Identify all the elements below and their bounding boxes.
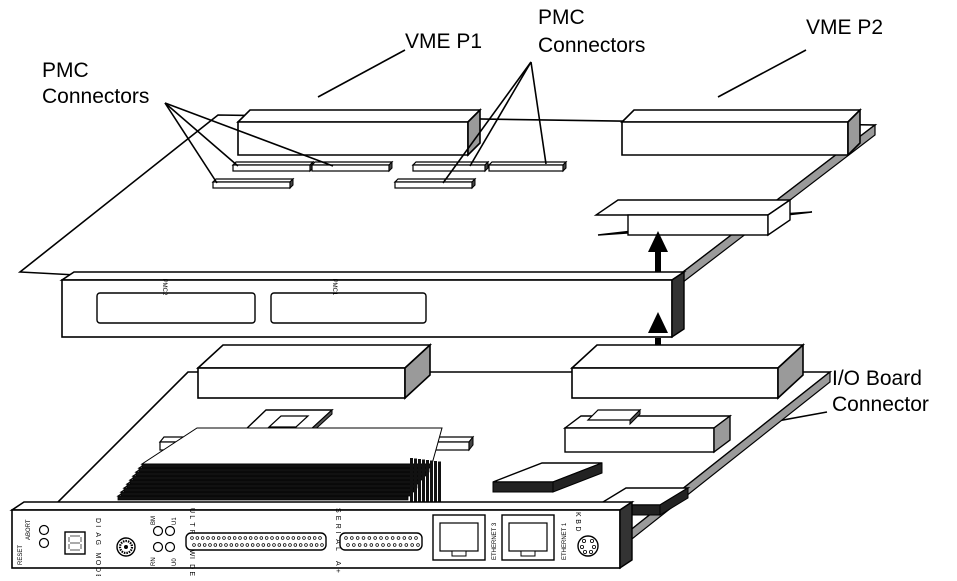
pmc-connectors-left-line1: PMC: [42, 59, 89, 82]
reset-button[interactable]: [38, 537, 50, 549]
diag-mode-letter: A: [94, 532, 101, 537]
pmc2-slot: [96, 292, 256, 324]
kbd-letter: K: [574, 512, 581, 517]
diag-mode-letter: D: [94, 518, 101, 523]
io-board-connector-label-line1: I/O Board: [832, 367, 922, 390]
pmc1-slot-label: PMC1: [331, 279, 337, 296]
reset-abort-group: RESET ABORT: [18, 519, 50, 565]
ethernet3-port[interactable]: [432, 514, 486, 561]
diag-mode-letter: I: [94, 525, 101, 527]
scsi-letter: W: [188, 550, 195, 557]
pmc1-slot: [270, 292, 427, 324]
memory-modules: [116, 427, 443, 508]
ethernet1-label: ETHERNET 1: [562, 522, 568, 560]
serial-connector[interactable]: [339, 532, 423, 551]
led-u0: [164, 541, 176, 553]
rotary-switch[interactable]: [116, 537, 136, 557]
scsi-letter: U: [188, 508, 195, 513]
pmc-faceplate: PMC2 PMC1: [59, 270, 687, 339]
serial-letter: L: [334, 547, 341, 551]
vme-p2-connector: [620, 108, 862, 157]
ethernet1-port[interactable]: [501, 514, 555, 561]
diag-mode-letter: G: [94, 540, 101, 545]
serial-letter: R: [334, 524, 341, 529]
ethernet3-label: ETHERNET 3: [492, 522, 498, 560]
kbd-label: KBD: [574, 512, 581, 531]
diag-mode-letter: D: [94, 567, 101, 572]
kbd-letter: B: [574, 519, 581, 524]
serial-letter: E: [334, 516, 341, 521]
base-vme-connector-left: [195, 343, 433, 400]
scsi-letter: E: [188, 571, 195, 576]
vme-p1-connector: [236, 108, 482, 157]
abort-label: ABORT: [26, 519, 32, 540]
u1-label: U1: [172, 517, 178, 525]
pmc-carrier-board: [593, 198, 813, 237]
pmc2-slot-label: PMC2: [161, 279, 167, 296]
led-bm: [152, 525, 164, 537]
scsi-letter: R: [188, 530, 195, 535]
scsi-connector[interactable]: [185, 532, 327, 551]
kbd-letter: D: [574, 526, 581, 531]
u0-label: U0: [172, 558, 178, 566]
status-leds: BM U1 RN U0: [151, 516, 178, 566]
pmc-connectors-right-line2: Connectors: [538, 34, 645, 57]
base-vme-connector-right: [569, 343, 806, 400]
io-board-connector-label-line2: Connector: [832, 393, 929, 416]
serial-letter: A: [334, 561, 341, 566]
scsi-letter: I: [188, 557, 195, 559]
pmc-connectors-right-line1: PMC: [538, 6, 585, 29]
scsi-letter: D: [188, 564, 195, 569]
pmc-connectors-left-line2: Connectors: [42, 85, 149, 108]
serial-letter: A: [334, 539, 341, 544]
reset-label: RESET: [18, 545, 24, 565]
diag-mode-letter: O: [94, 560, 101, 566]
led-u1: [164, 525, 176, 537]
bm-label: BM: [151, 516, 157, 525]
diag-mode-letter: M: [94, 553, 101, 559]
diagnostic-display: [64, 531, 86, 555]
led-rn: [152, 541, 164, 553]
kbd-port[interactable]: [577, 535, 599, 557]
scsi-letter: T: [188, 522, 195, 527]
vme-p1-label: VME P1: [405, 30, 482, 53]
serial-letter: I: [334, 531, 341, 533]
scsi-letter: L: [188, 515, 195, 519]
serial-letter: S: [334, 508, 341, 513]
serial-letter: +: [334, 569, 341, 573]
io-board-connector: [562, 408, 733, 454]
vme-p2-label: VME P2: [806, 16, 883, 39]
chip-lower-middle: [492, 462, 603, 493]
abort-button[interactable]: [38, 524, 50, 536]
rn-label: RN: [151, 557, 157, 566]
